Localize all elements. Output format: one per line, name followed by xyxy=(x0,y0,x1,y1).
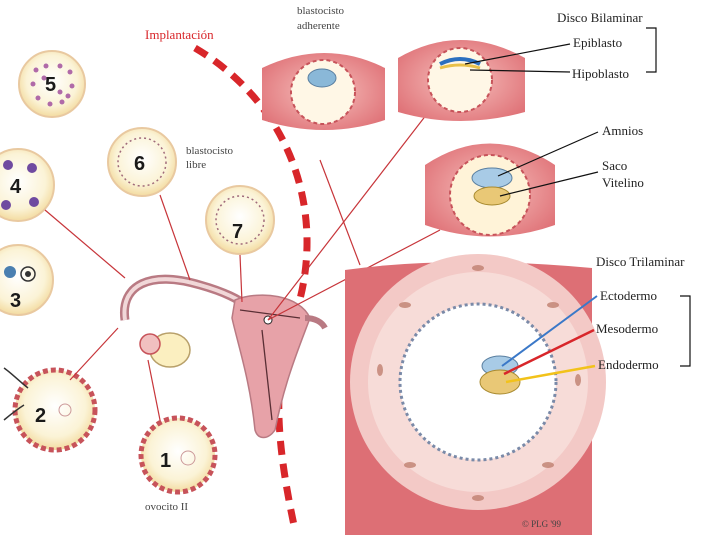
stage-6-number: 6 xyxy=(134,153,145,175)
disco-trilaminar-label: Disco Trilaminar xyxy=(596,254,685,269)
stage-7-cell: 7 xyxy=(205,185,275,255)
endodermo-label: Endodermo xyxy=(598,357,659,372)
blastocisto-libre-label-2: libre xyxy=(186,159,206,171)
stage-4-number: 4 xyxy=(10,176,22,198)
blastocisto-adherente-label-1: blastocisto xyxy=(297,5,345,17)
ectodermo-label: Ectodermo xyxy=(600,288,657,303)
uterus-and-tube xyxy=(119,274,328,439)
hipoblasto-label: Hipoblasto xyxy=(572,66,629,81)
blastocisto-adherente-label-2: adherente xyxy=(297,20,340,32)
bilaminar-stage xyxy=(398,40,525,121)
mesodermo-label: Mesodermo xyxy=(596,321,658,336)
blastocisto-libre-label-1: blastocisto xyxy=(186,145,234,157)
bilaminar-leaders xyxy=(464,27,657,73)
disco-bilaminar-label: Disco Bilaminar xyxy=(557,10,643,25)
stage-4-cell: 4 xyxy=(0,148,55,222)
saco-label-1: Saco xyxy=(602,158,627,173)
stage-2-cell: 2 xyxy=(3,367,98,453)
trilaminar-leaders xyxy=(501,295,691,384)
amnion-leaders xyxy=(497,131,599,197)
trilaminar-stage xyxy=(345,254,606,535)
stage-6-cell: 6 xyxy=(107,127,177,197)
stage-2-number: 2 xyxy=(35,405,46,427)
saco-label-2: Vitelino xyxy=(602,175,644,190)
stage-1-cell: 1 xyxy=(138,415,218,495)
stage-5-number: 5 xyxy=(45,74,56,96)
stage-1-number: 1 xyxy=(160,450,171,472)
stage-3-number: 3 xyxy=(10,290,21,312)
credit-label: © PLG '99 xyxy=(522,519,561,529)
implantation-title: Implantación xyxy=(145,27,214,42)
amnios-label: Amnios xyxy=(602,123,643,138)
amnion-yolk-stage xyxy=(425,143,555,237)
stage-5-cell: 5 xyxy=(18,50,86,118)
ovocito-label: ovocito II xyxy=(145,501,188,513)
stage-7-number: 7 xyxy=(232,221,243,243)
epiblasto-label: Epiblasto xyxy=(573,35,622,50)
adherent-blastocyst xyxy=(262,53,385,130)
stage-3-cell: 3 xyxy=(0,244,54,316)
